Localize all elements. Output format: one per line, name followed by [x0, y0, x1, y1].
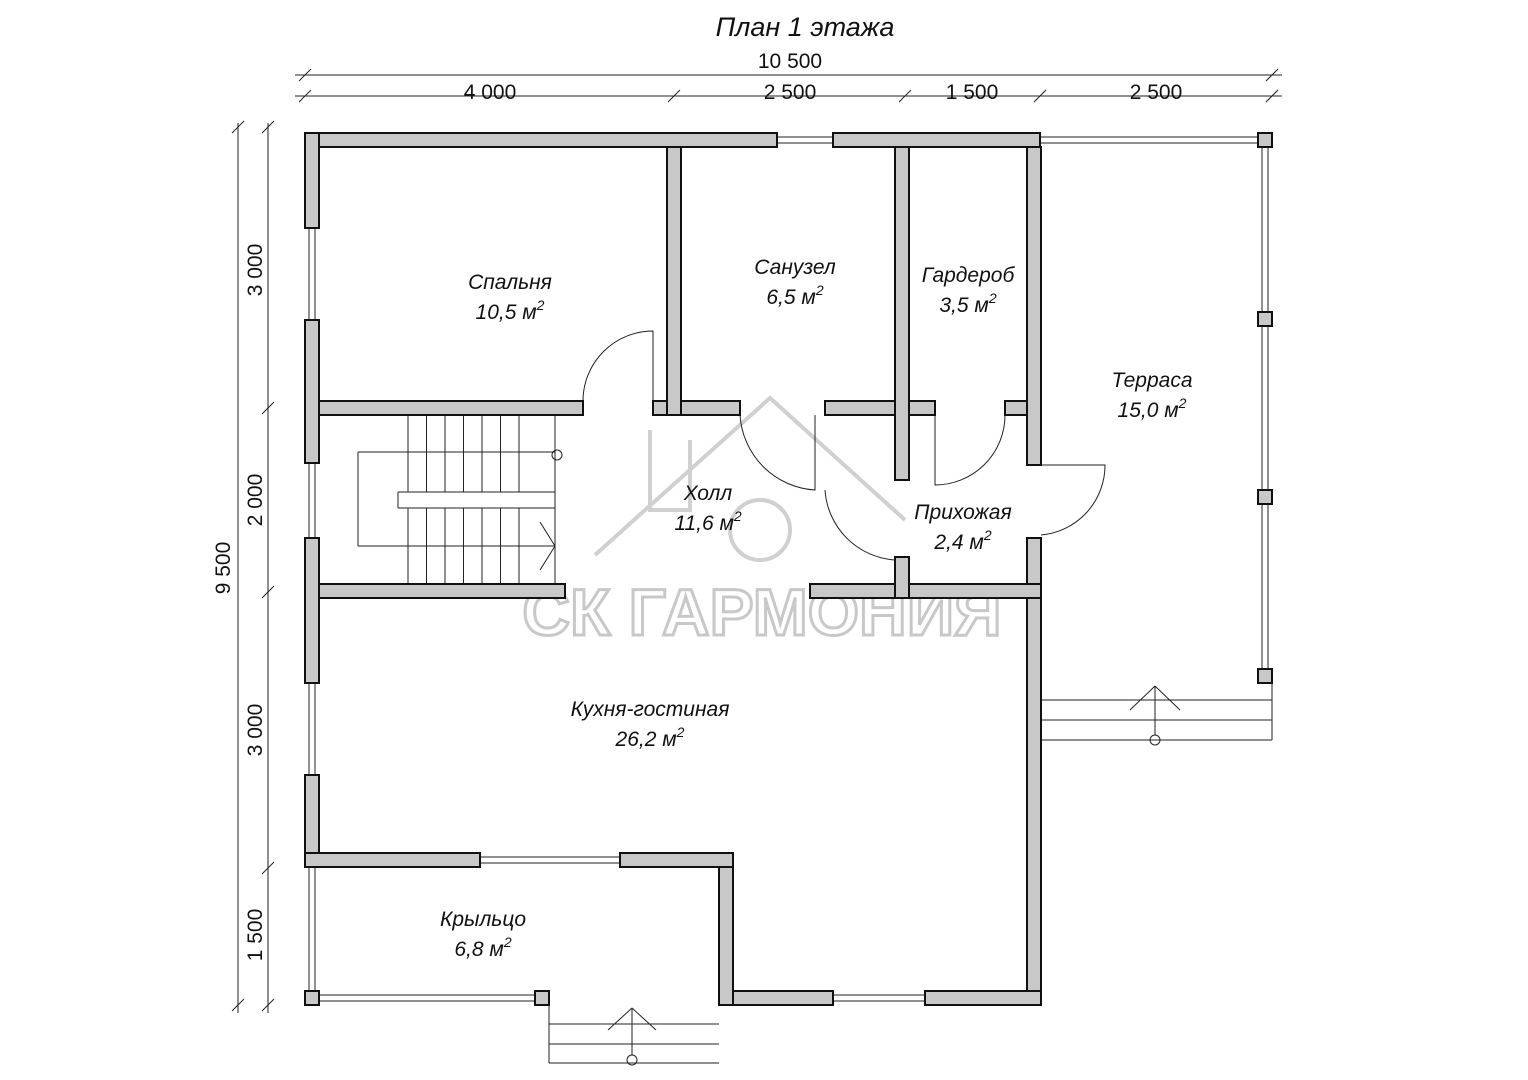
- wall: [1257, 311, 1273, 327]
- dim-tick: [261, 998, 275, 1012]
- room-name: Спальня: [468, 271, 552, 294]
- unit-superscript: 2: [988, 290, 997, 306]
- room-name: Гардероб: [922, 264, 1016, 287]
- plan-title: План 1 этажа: [716, 12, 895, 42]
- dim-tick: [1033, 89, 1047, 103]
- drawing-line: [1129, 685, 1156, 711]
- dim-tick: [1265, 68, 1279, 82]
- unit-superscript: 2: [503, 934, 512, 950]
- wall: [809, 583, 1042, 599]
- wall: [1257, 489, 1273, 505]
- door-swing: [824, 489, 896, 561]
- room-area-value: 10,5 м: [476, 301, 537, 324]
- room-name: Кухня-гостиная: [571, 698, 730, 721]
- room-name: Прихожая: [914, 501, 1011, 524]
- room-area-value: 15,0 м: [1118, 399, 1179, 422]
- room-area: 15,0 м2: [1118, 395, 1187, 422]
- dim-total-width: 10 500: [758, 50, 822, 73]
- unit-superscript: 2: [733, 508, 742, 524]
- wall: [718, 990, 834, 1006]
- room-area: 2,4 м2: [933, 527, 991, 554]
- dim-tick: [667, 89, 681, 103]
- dim-tick: [898, 89, 912, 103]
- wall: [619, 852, 734, 868]
- dim-tick: [261, 120, 275, 134]
- drawing-line: [631, 1007, 657, 1031]
- dim-left: 1 500: [244, 909, 267, 962]
- room-area-value: 2,4 м: [933, 531, 983, 554]
- drawing-line: [607, 1007, 633, 1031]
- wall: [1026, 597, 1042, 1006]
- unit-superscript: 2: [536, 297, 545, 313]
- porch-steps-marker: [626, 1054, 638, 1066]
- terrace-steps-marker: [1149, 734, 1161, 746]
- unit-superscript: 2: [1178, 395, 1187, 411]
- wall: [1257, 668, 1273, 684]
- wall: [318, 400, 584, 416]
- wall: [666, 146, 682, 416]
- wall: [718, 866, 734, 1006]
- wall: [318, 583, 566, 599]
- wall: [304, 132, 320, 229]
- dim-left: 2 000: [244, 474, 267, 527]
- room-name: Санузел: [754, 256, 836, 279]
- wall: [304, 990, 320, 1006]
- room-name: Холл: [683, 482, 733, 505]
- wall: [894, 146, 910, 481]
- drawing-line: [539, 545, 556, 571]
- wall: [304, 537, 320, 684]
- wall: [304, 852, 481, 868]
- unit-superscript: 2: [983, 527, 992, 543]
- dim-top: 1 500: [946, 81, 999, 104]
- wall: [304, 132, 778, 148]
- room-area: 11,6 м2: [674, 508, 742, 535]
- dim-top: 2 500: [764, 81, 817, 104]
- door-swing: [582, 330, 654, 402]
- room-name: Терраса: [1111, 369, 1192, 392]
- wall: [1257, 132, 1273, 148]
- wall: [832, 132, 1041, 148]
- door-swing: [739, 414, 816, 491]
- room-area: 10,5 м2: [476, 297, 545, 324]
- wall: [824, 400, 936, 416]
- dim-tick: [261, 401, 275, 415]
- wall: [534, 990, 550, 1006]
- drawing-line: [1154, 685, 1181, 711]
- room-name: Крыльцо: [440, 908, 526, 931]
- dim-tick: [261, 585, 275, 599]
- dim-tick: [261, 861, 275, 875]
- dim-tick: [231, 998, 245, 1012]
- dim-left: 3 000: [244, 704, 267, 757]
- room-area-value: 26,2 м: [615, 728, 677, 751]
- room-area-value: 6,8 м: [454, 938, 503, 961]
- wall: [894, 556, 910, 599]
- door-swing: [934, 414, 1006, 486]
- room-area: 6,5 м2: [766, 282, 823, 309]
- room-area: 26,2 м2: [615, 724, 685, 751]
- dim-total-height: 9 500: [212, 542, 235, 595]
- dim-top: 2 500: [1130, 81, 1183, 104]
- unit-superscript: 2: [676, 724, 685, 740]
- wall: [924, 990, 1042, 1006]
- stair-start-marker: [551, 449, 563, 461]
- room-area: 6,8 м2: [454, 934, 511, 961]
- dim-left: 3 000: [244, 244, 267, 297]
- dim-tick: [298, 89, 312, 103]
- drawing-line: [539, 521, 556, 547]
- dim-top: 4 000: [464, 81, 517, 104]
- room-area: 3,5 м2: [939, 290, 996, 317]
- dim-tick: [298, 68, 312, 82]
- room-area-value: 11,6 м: [674, 512, 734, 535]
- dim-tick: [231, 120, 245, 134]
- door-swing: [1040, 464, 1106, 536]
- room-area-value: 6,5 м: [766, 286, 815, 309]
- room-area-value: 3,5 м: [939, 294, 988, 317]
- wall: [1026, 146, 1042, 466]
- wall: [304, 319, 320, 464]
- unit-superscript: 2: [815, 282, 824, 298]
- dim-tick: [1265, 89, 1279, 103]
